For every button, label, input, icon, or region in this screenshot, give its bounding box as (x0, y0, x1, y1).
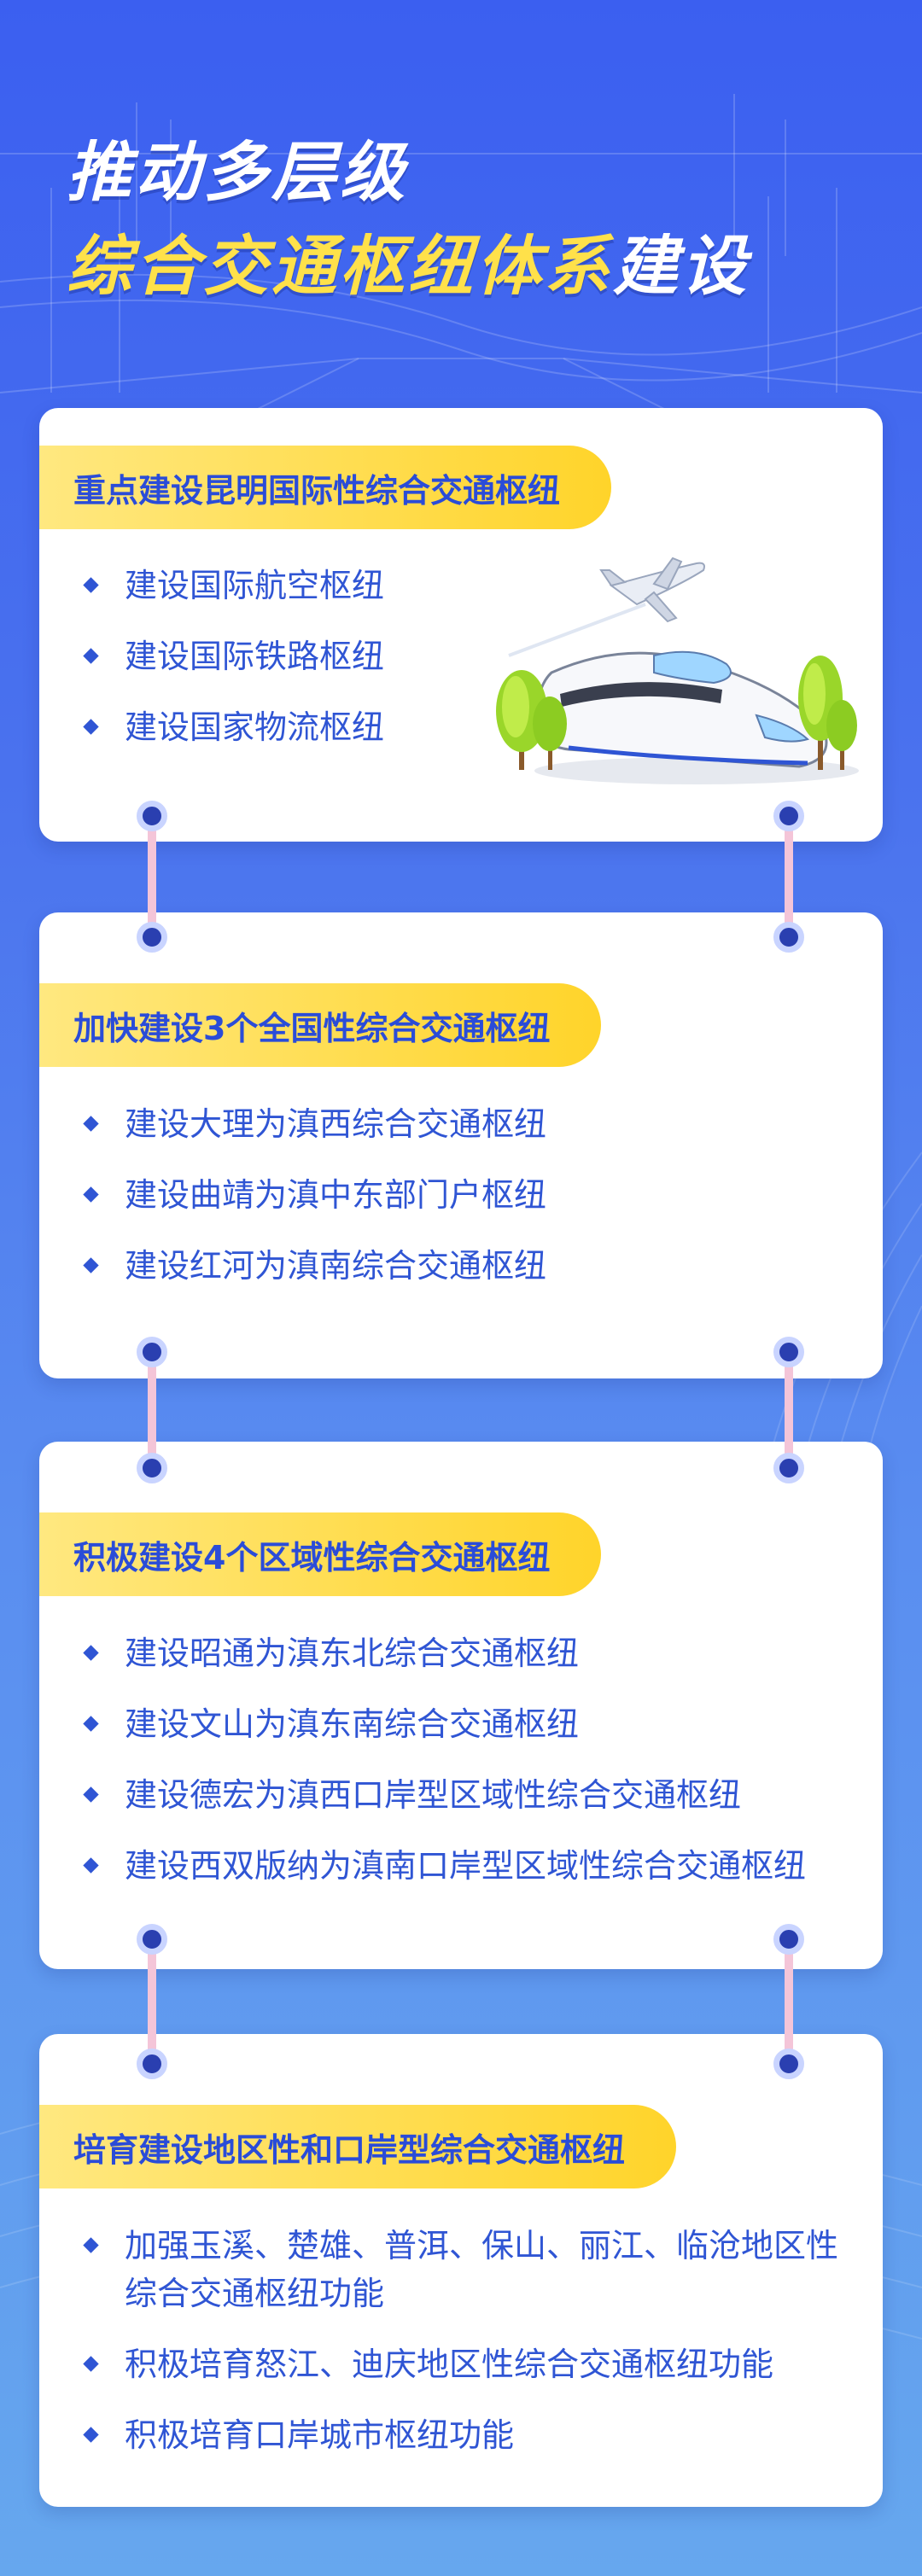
connector-dot (773, 1924, 804, 1955)
page-title-line2: 综合交通枢纽体系建设 (67, 213, 750, 307)
diamond-bullet-icon (83, 577, 99, 593)
diamond-bullet-icon (83, 2237, 99, 2253)
list-item: 建设文山为滇东南综合交通枢纽 (80, 1700, 806, 1748)
list-item: 建设红河为滇南综合交通枢纽 (80, 1242, 546, 1290)
list-item: 建设国际铁路枢纽 (80, 632, 384, 680)
connector-dot (773, 801, 804, 831)
card-connector-right (773, 801, 804, 953)
list-item: 建设国家物流枢纽 (80, 703, 384, 751)
connector-dot (137, 1924, 167, 1955)
list-item: 建设大理为滇西综合交通枢纽 (80, 1100, 546, 1148)
section-item-list: 建设昭通为滇东北综合交通枢纽 建设文山为滇东南综合交通枢纽 建设德宏为滇西口岸型… (80, 1629, 806, 1913)
diamond-bullet-icon (83, 1186, 99, 1203)
tree-icon (496, 670, 567, 770)
page-title-line1: 推动多层级 (67, 134, 408, 210)
connector-dot (137, 922, 167, 953)
diamond-bullet-icon (83, 1645, 99, 1661)
section-card-4: 培育建设地区性和口岸型综合交通枢纽 加强玉溪、楚雄、普洱、保山、丽江、临沧地区性… (39, 2034, 883, 2507)
connector-dot (773, 1453, 804, 1483)
section-item-list: 建设国际航空枢纽 建设国际铁路枢纽 建设国家物流枢纽 (80, 562, 384, 774)
connector-dot (773, 922, 804, 953)
diamond-bullet-icon (83, 648, 99, 664)
diamond-bullet-icon (83, 1716, 99, 1732)
diamond-bullet-icon (83, 1257, 99, 1273)
list-item: 积极培育怒江、迪庆地区性综合交通枢纽功能 (80, 2340, 866, 2388)
list-item: 加强玉溪、楚雄、普洱、保山、丽江、临沧地区性综合交通枢纽功能 (80, 2222, 866, 2317)
connector-dot (137, 801, 167, 831)
list-item: 建设德宏为滇西口岸型区域性综合交通枢纽 (80, 1771, 806, 1819)
connector-bar (785, 1939, 793, 2064)
connector-dot (137, 1337, 167, 1367)
section-item-list: 建设大理为滇西综合交通枢纽 建设曲靖为滇中东部门户枢纽 建设红河为滇南综合交通枢… (80, 1100, 546, 1313)
list-item: 建设西双版纳为滇南口岸型区域性综合交通枢纽 (80, 1842, 806, 1890)
connector-bar (148, 1352, 156, 1468)
transport-illustration (496, 557, 859, 784)
list-item: 建设昭通为滇东北综合交通枢纽 (80, 1629, 806, 1677)
airplane-icon (508, 557, 705, 657)
card-connector-left (137, 1337, 167, 1483)
connector-bar (785, 816, 793, 937)
diamond-bullet-icon (83, 1786, 99, 1803)
list-item: 建设国际航空枢纽 (80, 562, 384, 609)
diamond-bullet-icon (83, 1116, 99, 1132)
connector-dot (773, 1337, 804, 1367)
section-card-2: 加快建设3个全国性综合交通枢纽 建设大理为滇西综合交通枢纽 建设曲靖为滇中东部门… (39, 912, 883, 1378)
section-title: 加快建设3个全国性综合交通枢纽 (39, 983, 602, 1067)
page-title-highlight: 综合交通枢纽体系 (67, 228, 613, 304)
card-connector-left (137, 801, 167, 953)
tree-icon (798, 656, 857, 770)
section-title: 重点建设昆明国际性综合交通枢纽 (39, 446, 612, 529)
list-item: 积极培育口岸城市枢纽功能 (80, 2411, 866, 2459)
connector-bar (785, 1352, 793, 1468)
card-connector-right (773, 1337, 804, 1483)
diamond-bullet-icon (83, 2356, 99, 2372)
diamond-bullet-icon (83, 1857, 99, 1874)
connector-dot (773, 2049, 804, 2079)
diamond-bullet-icon (83, 2427, 99, 2443)
page-title-suffix: 建设 (613, 228, 750, 304)
connector-dot (137, 1453, 167, 1483)
card-connector-right (773, 1924, 804, 2079)
section-card-1: 重点建设昆明国际性综合交通枢纽 建设国际航空枢纽 建设国际铁路枢纽 建设国家物流… (39, 408, 883, 842)
section-title: 积极建设4个区域性综合交通枢纽 (39, 1512, 602, 1596)
connector-bar (148, 1939, 156, 2064)
high-speed-train-icon (534, 650, 859, 784)
section-item-list: 加强玉溪、楚雄、普洱、保山、丽江、临沧地区性综合交通枢纽功能 积极培育怒江、迪庆… (80, 2222, 866, 2482)
diamond-bullet-icon (83, 719, 99, 735)
connector-bar (148, 816, 156, 937)
section-card-3: 积极建设4个区域性综合交通枢纽 建设昭通为滇东北综合交通枢纽 建设文山为滇东南综… (39, 1442, 883, 1969)
section-title: 培育建设地区性和口岸型综合交通枢纽 (39, 2105, 677, 2188)
list-item: 建设曲靖为滇中东部门户枢纽 (80, 1171, 546, 1219)
card-connector-left (137, 1924, 167, 2079)
connector-dot (137, 2049, 167, 2079)
